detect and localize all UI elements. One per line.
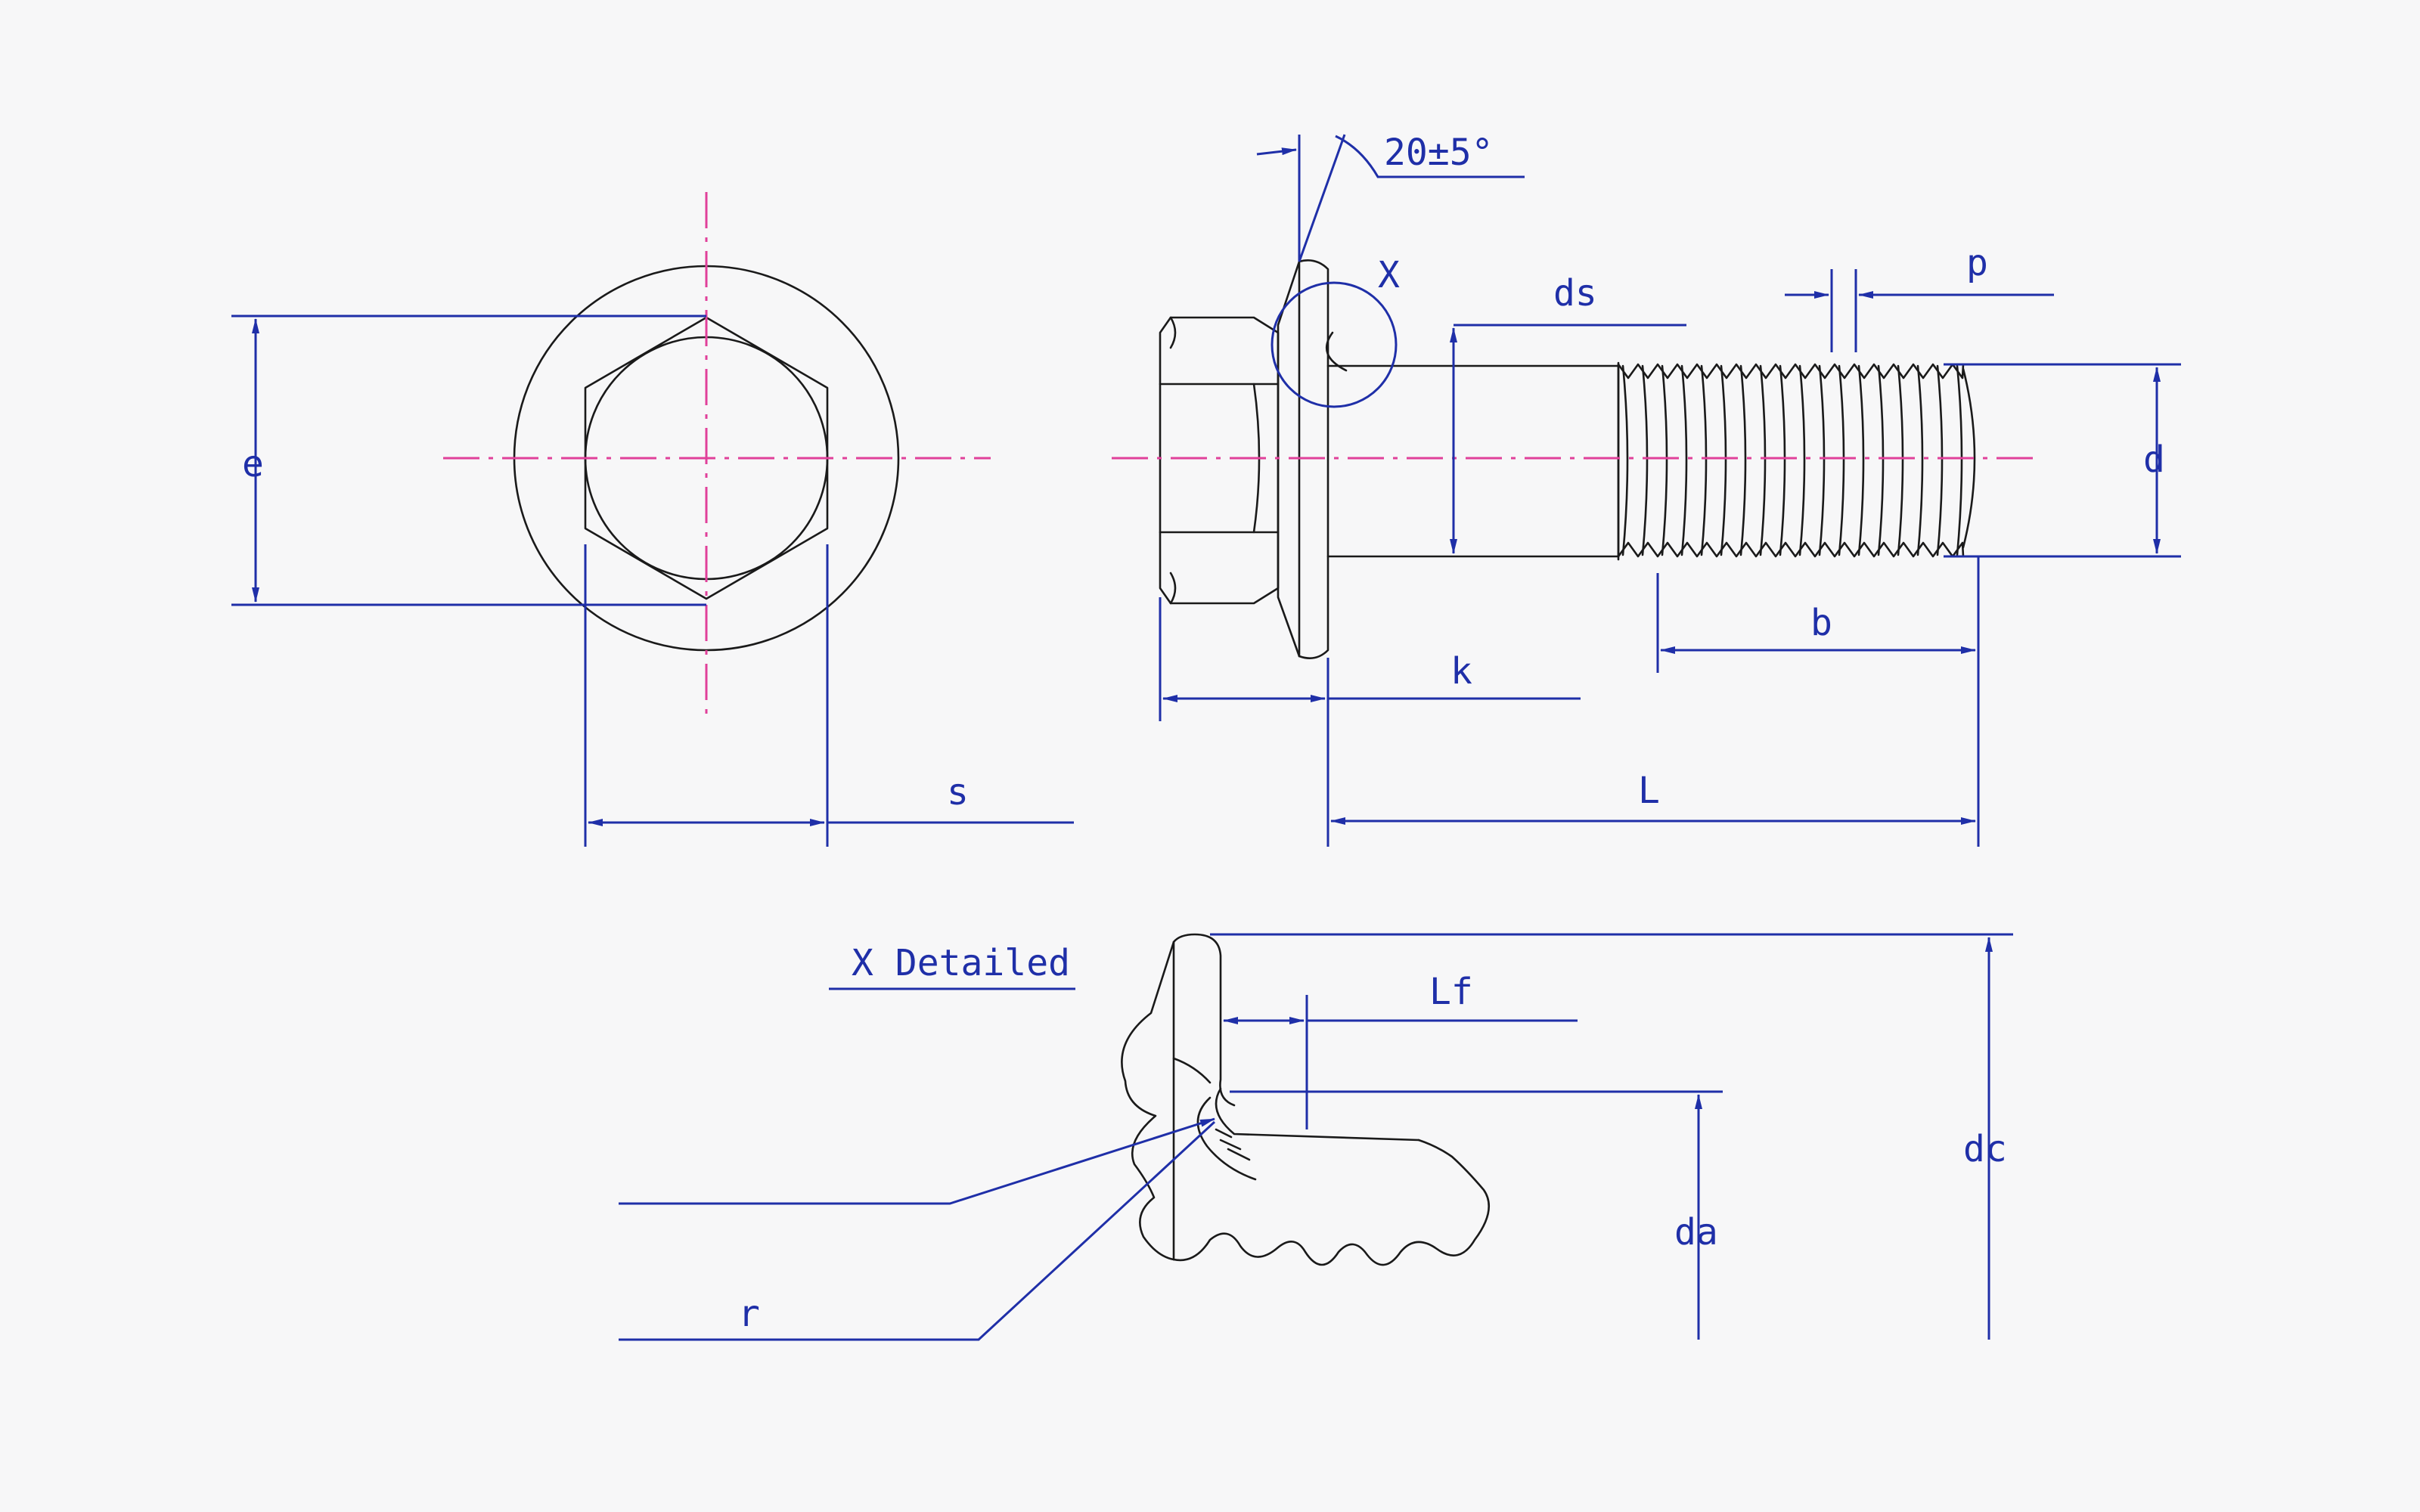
side-view: X 20±5° ds p d b k bbox=[1112, 132, 2181, 847]
label-s: s bbox=[947, 771, 969, 813]
label-ds: ds bbox=[1553, 272, 1597, 314]
label-angle: 20±5° bbox=[1384, 132, 1494, 174]
label-k: k bbox=[1450, 650, 1472, 692]
end-view: e s bbox=[231, 192, 1074, 847]
label-e: e bbox=[242, 443, 264, 485]
label-L: L bbox=[1638, 770, 1660, 812]
label-r: r bbox=[738, 1293, 760, 1335]
flange-outline bbox=[1277, 259, 1329, 659]
x-detailed-view: X Detailed Lf da dc r bbox=[619, 933, 2013, 1341]
label-dc: dc bbox=[1963, 1128, 2007, 1170]
label-x: X bbox=[1378, 254, 1400, 296]
detail-flange-outline bbox=[1172, 933, 1236, 1107]
hex-head-outline bbox=[1159, 316, 1280, 605]
label-p: p bbox=[1966, 242, 1988, 284]
label-da: da bbox=[1674, 1211, 1718, 1253]
detail-torn-section bbox=[1172, 1139, 1490, 1266]
label-x-detailed: X Detailed bbox=[852, 942, 1070, 984]
label-Lf: Lf bbox=[1429, 971, 1473, 1013]
label-d: d bbox=[2143, 438, 2165, 481]
thread-section bbox=[1617, 361, 1976, 561]
hexagon-outline bbox=[584, 316, 829, 600]
label-b: b bbox=[1810, 602, 1832, 644]
detail-x-circle bbox=[1270, 281, 1398, 408]
